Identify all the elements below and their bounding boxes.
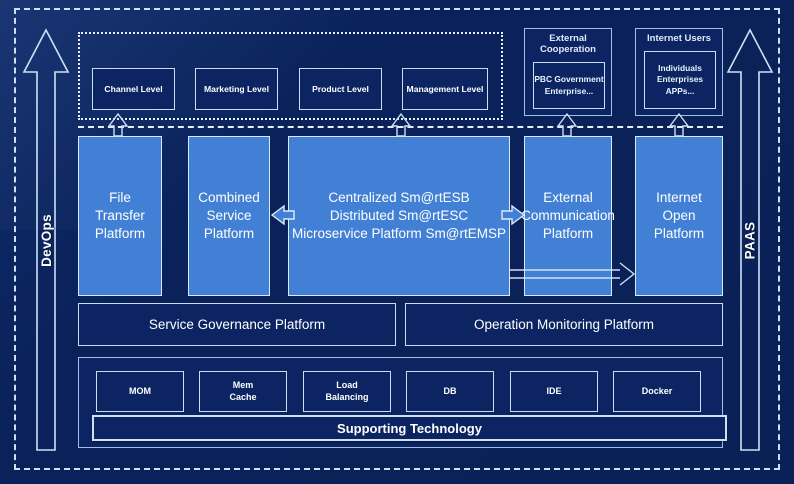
- operation-monitoring-platform[interactable]: Operation Monitoring Platform: [405, 303, 723, 346]
- tech-box-mom[interactable]: MOM: [96, 371, 184, 412]
- paas-arrow: PAAS: [726, 28, 774, 452]
- business-level-marketing-label: Marketing Level: [204, 83, 269, 94]
- tech-box-load-balancing[interactable]: Load Balancing: [303, 371, 391, 412]
- internet-users-inner: Individuals Enterprises APPs...: [644, 51, 716, 109]
- tech-box-mem-cache-label: Mem Cache: [229, 379, 257, 402]
- external-cooperation-inner: PBC Government Enterprise...: [533, 62, 605, 109]
- tech-box-docker-label: Docker: [641, 385, 673, 396]
- business-levels-group: [78, 32, 503, 120]
- outer-dashed-boundary: [14, 8, 780, 470]
- tech-box-load-balancing-label: Load Balancing: [325, 379, 369, 402]
- platform-file-transfer[interactable]: File Transfer Platform: [78, 136, 162, 296]
- tech-box-ide-label: IDE: [546, 385, 562, 396]
- tech-box-docker[interactable]: Docker: [613, 371, 701, 412]
- business-level-product-label: Product Level: [312, 83, 369, 94]
- business-level-management-label: Management Level: [406, 83, 484, 94]
- operation-monitoring-platform-label: Operation Monitoring Platform: [473, 316, 655, 332]
- platform-internet-open[interactable]: Internet Open Platform: [635, 136, 723, 296]
- platform-boundary-dashed-line: [78, 126, 723, 128]
- tech-box-db-label: DB: [443, 385, 457, 396]
- tech-box-db[interactable]: DB: [406, 371, 494, 412]
- tech-box-ide[interactable]: IDE: [510, 371, 598, 412]
- supporting-technology-bar[interactable]: Supporting Technology: [92, 415, 727, 441]
- service-governance-platform-label: Service Governance Platform: [148, 316, 326, 332]
- business-level-product[interactable]: Product Level: [299, 68, 382, 110]
- platform-combined-service[interactable]: Combined Service Platform: [188, 136, 270, 296]
- business-level-marketing[interactable]: Marketing Level: [195, 68, 278, 110]
- tech-box-mem-cache[interactable]: Mem Cache: [199, 371, 287, 412]
- business-level-channel[interactable]: Channel Level: [92, 68, 175, 110]
- business-level-management[interactable]: Management Level: [402, 68, 488, 110]
- tech-box-mom-label: MOM: [129, 385, 151, 396]
- devops-arrow-label: DevOps: [38, 213, 54, 267]
- paas-arrow-label: PAAS: [742, 221, 758, 259]
- business-level-channel-label: Channel Level: [104, 83, 163, 94]
- external-cooperation-title: External Cooperation: [540, 33, 596, 56]
- platform-centralized-esb[interactable]: Centralized Sm@rtESB Distributed Sm@rtES…: [288, 136, 510, 296]
- service-governance-platform[interactable]: Service Governance Platform: [78, 303, 396, 346]
- internet-users-box[interactable]: Internet Users Individuals Enterprises A…: [635, 28, 723, 116]
- devops-arrow: DevOps: [22, 28, 70, 452]
- internet-users-title: Internet Users: [647, 33, 711, 44]
- supporting-technology-bar-label: Supporting Technology: [337, 420, 482, 436]
- platform-external-communication[interactable]: External Communication Platform: [521, 136, 615, 296]
- external-cooperation-box[interactable]: External Cooperation PBC Government Ente…: [524, 28, 612, 116]
